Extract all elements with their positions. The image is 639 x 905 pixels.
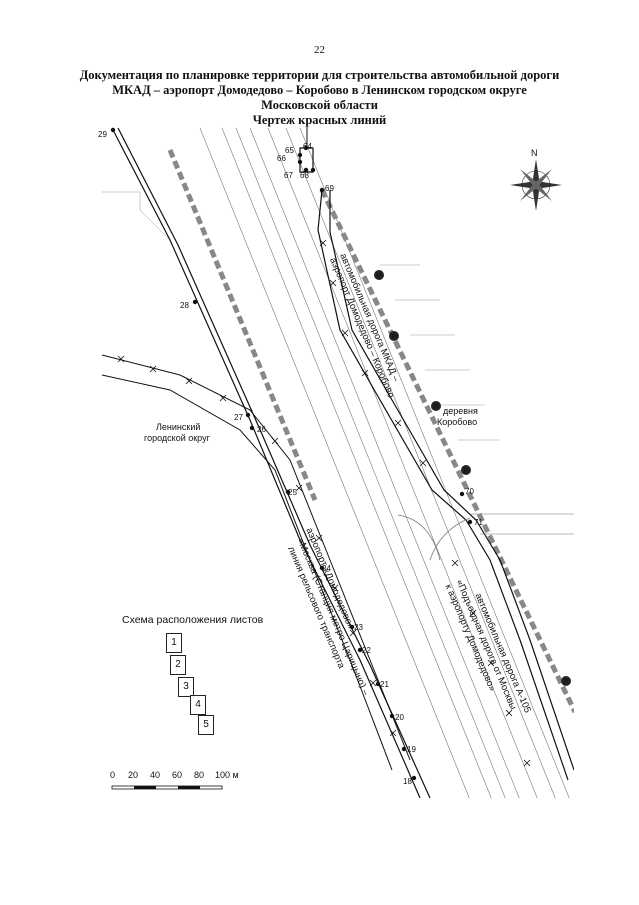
parking-symbols: P P P P P: [374, 270, 571, 686]
point-label: 23: [354, 623, 363, 632]
left-protection-zone-band: [167, 149, 318, 501]
svg-text:P: P: [392, 334, 397, 341]
rail-line-2: «Москва (Станция метро Царицыно) –: [295, 537, 372, 698]
fence-x-marks: [117, 239, 531, 767]
village-label-2: Коробово: [437, 417, 477, 427]
fence-lines: [101, 354, 411, 771]
sheet-3[interactable]: 3: [178, 677, 194, 697]
title-line-3: Московской области: [261, 98, 378, 112]
point-label: 66: [277, 154, 286, 163]
svg-text:P: P: [564, 679, 569, 686]
point-label: 28: [180, 301, 189, 310]
point-label: 71: [474, 518, 483, 527]
scale-bar: [111, 785, 223, 790]
point-label: 67: [284, 171, 293, 180]
document-title: Документация по планировке территории дл…: [40, 68, 599, 128]
title-line-4: Чертеж красных линий: [252, 113, 387, 127]
parking-icon: P: [461, 465, 471, 475]
svg-text:P: P: [377, 273, 382, 280]
sheet-1[interactable]: 1: [166, 633, 182, 653]
district-label-2: городской округ: [144, 433, 211, 443]
scale-label: 0: [110, 770, 116, 780]
parking-icon: P: [389, 331, 399, 341]
point-label: 25: [288, 488, 297, 497]
page-number: 22: [314, 44, 325, 56]
village-label-1: деревня: [443, 406, 478, 416]
road-mkad-line-1: автомобильная дорога МКАД –: [337, 252, 401, 384]
boundary-point-labels: 29 28 27 26 25 24 23 22 21 20 19 18 64 6…: [98, 130, 483, 786]
scale-label: 40: [150, 770, 161, 780]
parking-icon: P: [431, 401, 441, 411]
road-mkad-line-2: аэропорт Домодедово – Коробово: [327, 256, 396, 399]
scale-label: 60: [172, 770, 183, 780]
right-protection-zone-band: [319, 188, 574, 714]
district-label-1: Ленинский: [156, 422, 200, 432]
svg-text:P: P: [434, 404, 439, 411]
point-label: 22: [362, 646, 371, 655]
point-label: 24: [322, 564, 331, 573]
point-label: 27: [234, 413, 243, 422]
point-label: 65: [285, 146, 294, 155]
junction-curve: [397, 514, 471, 561]
sheet-2[interactable]: 2: [170, 655, 186, 675]
point-label: 70: [465, 487, 474, 496]
title-line-2: МКАД – аэропорт Домодедово – Коробово в …: [112, 83, 527, 97]
sheet-5[interactable]: 5: [198, 715, 214, 735]
title-line-1: Документация по планировке территории дл…: [79, 68, 560, 82]
compass-north-label: N: [531, 148, 538, 158]
scale-label: 20: [128, 770, 139, 780]
sheet-4[interactable]: 4: [190, 695, 206, 715]
point-label: 21: [380, 680, 389, 689]
parking-icon: P: [374, 270, 384, 280]
point-label: 68: [300, 171, 309, 180]
scale-label: 80: [194, 770, 205, 780]
point-label: 18: [403, 777, 412, 786]
red-lines: [111, 127, 574, 798]
point-label: 26: [257, 425, 266, 434]
parcel-lines: [102, 191, 500, 441]
point-label: 20: [395, 713, 404, 722]
point-label: 64: [303, 142, 312, 151]
point-label: 29: [98, 130, 107, 139]
point-label: 69: [325, 184, 334, 193]
sheet-scheme-title: Схема расположения листов: [122, 614, 264, 626]
compass-rose: N: [510, 148, 562, 211]
svg-text:P: P: [464, 468, 469, 475]
parking-icon: P: [561, 676, 571, 686]
scale-label: 100 м: [215, 770, 239, 780]
point-label: 19: [407, 745, 416, 754]
boundary-points: [110, 127, 473, 781]
